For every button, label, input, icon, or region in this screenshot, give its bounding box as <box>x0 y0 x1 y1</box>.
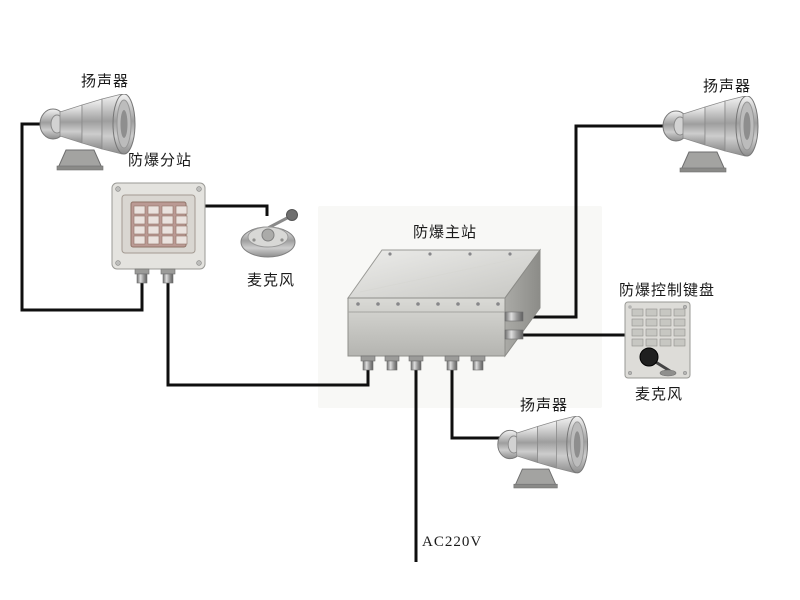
label-main-station: 防爆主站 <box>412 225 477 241</box>
label-power: AC220V <box>422 534 483 550</box>
substation-illustration <box>111 182 206 284</box>
label-speaker-bottom: 扬声器 <box>519 398 568 414</box>
speaker-bottom-illustration <box>494 416 598 490</box>
microphone-left-illustration <box>240 209 298 258</box>
label-speaker-top-left: 扬声器 <box>80 74 129 90</box>
main-station-illustration <box>347 248 541 371</box>
keyboard-illustration <box>624 301 691 379</box>
label-speaker-top-right: 扬声器 <box>702 79 751 95</box>
label-microphone-left: 麦克风 <box>246 273 295 289</box>
label-keyboard: 防爆控制键盘 <box>618 283 715 299</box>
label-microphone-right: 麦克风 <box>634 387 683 403</box>
speaker-top-right-illustration <box>658 96 770 174</box>
label-substation: 防爆分站 <box>127 153 192 169</box>
